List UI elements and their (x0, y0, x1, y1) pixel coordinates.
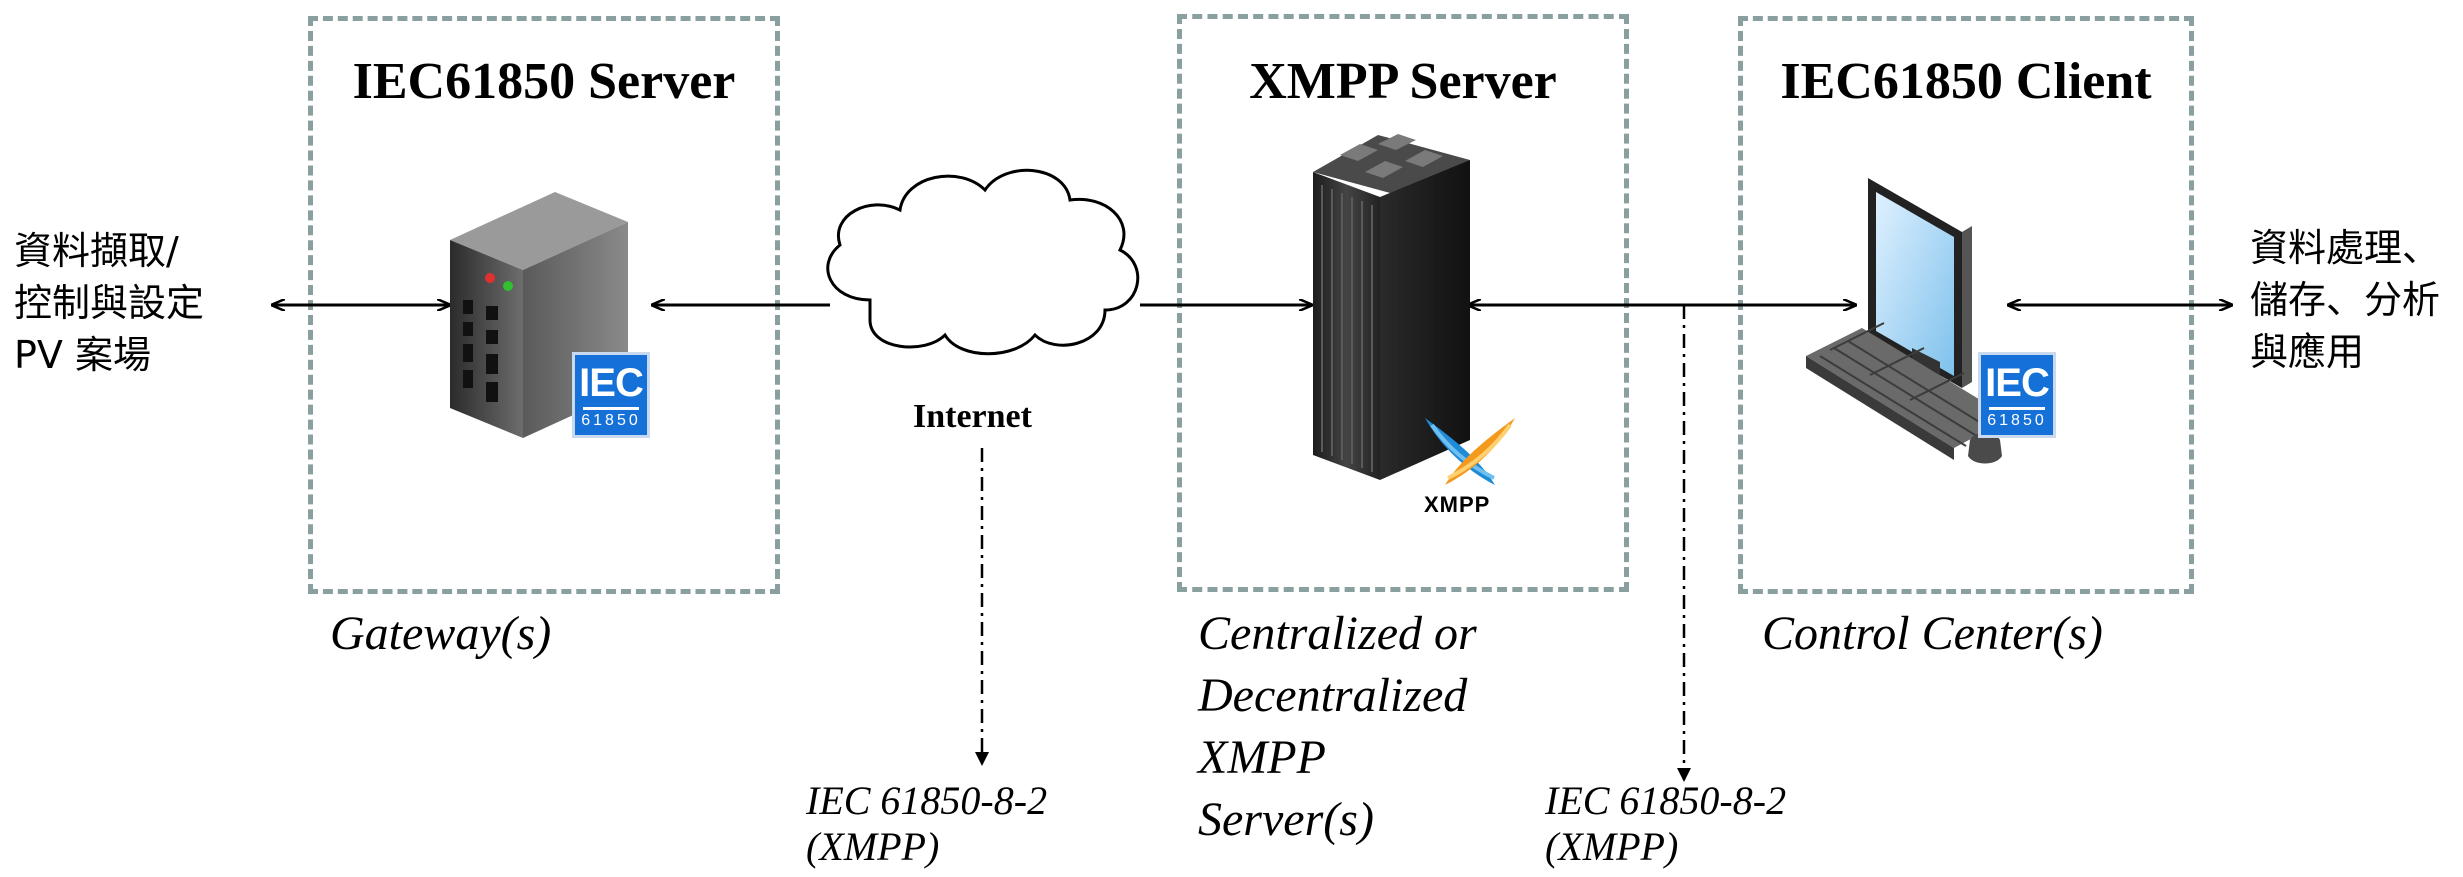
protocol-label-line: (XMPP) (806, 824, 940, 869)
protocol-label-internet: IEC 61850-8-2 (XMPP) (806, 778, 1047, 870)
iec61850-logo-icon: IEC 61850 (1978, 352, 2056, 438)
iec-logo-small-text: 61850 (581, 412, 641, 429)
right-text-line: 資料處理、 (2250, 226, 2441, 270)
protocol-label-line: IEC 61850-8-2 (1545, 778, 1787, 823)
iec61850-logo-icon: IEC 61850 (572, 352, 650, 438)
left-text-line: 資料擷取/ (14, 229, 179, 273)
xmpp-logo-text: XMPP (1424, 492, 1491, 517)
xmpp-caption-line: Centralized or (1198, 607, 1477, 660)
xmpp-logo-icon (1425, 418, 1515, 485)
left-text-line: PV 案場 (14, 333, 151, 377)
internet-label: Internet (913, 398, 1032, 435)
xmpp-caption-line: XMPP (1198, 731, 1326, 784)
protocol-label-client: IEC 61850-8-2 (XMPP) (1545, 778, 1786, 870)
server-title: IEC61850 Server (352, 53, 736, 110)
xmpp-caption: Centralized or Decentralized XMPP Server… (1198, 603, 1477, 851)
xmpp-caption-line: Server(s) (1198, 793, 1374, 846)
internet-cloud-icon (826, 168, 1140, 356)
xmpp-caption-line: Decentralized (1198, 669, 1468, 722)
left-text-line: 控制與設定 (14, 281, 205, 325)
left-field-text: 資料擷取/ 控制與設定 PV 案場 (14, 225, 204, 381)
right-text-line: 儲存、分析 (2250, 278, 2441, 322)
iec-logo-rule (583, 407, 639, 410)
iec-logo-big-text: IEC (579, 361, 644, 405)
right-application-text: 資料處理、 儲存、分析 與應用 (2250, 222, 2440, 378)
protocol-label-line: IEC 61850-8-2 (806, 778, 1048, 823)
client-computer-icon (1806, 178, 2010, 464)
xmpp-rack-server-icon (1313, 134, 1470, 480)
control-center-caption: Control Center(s) (1762, 607, 2103, 660)
client-title: IEC61850 Client (1780, 53, 2152, 110)
iec-logo-rule (1989, 407, 2045, 410)
gateway-caption: Gateway(s) (330, 607, 552, 660)
right-text-line: 與應用 (2250, 330, 2365, 374)
protocol-label-line: (XMPP) (1545, 824, 1679, 869)
iec-logo-small-text: 61850 (1987, 412, 2047, 429)
xmpp-title: XMPP Server (1249, 53, 1557, 110)
iec-logo-big-text: IEC (1985, 361, 2050, 405)
